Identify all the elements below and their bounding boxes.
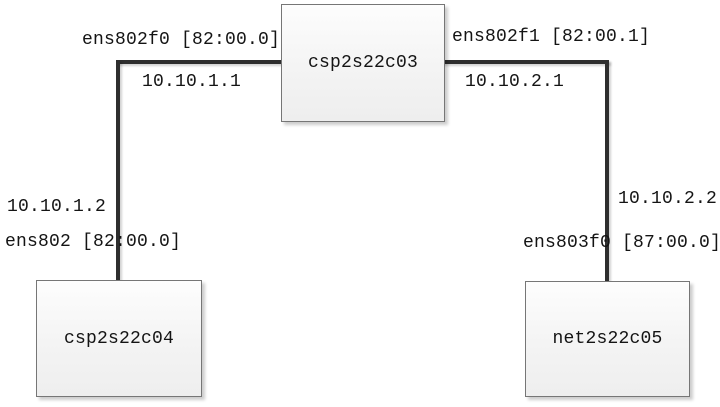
node-csp2s22c03: csp2s22c03 [281, 4, 445, 122]
link-right-ip-bottom-label: 10.10.2.2 [618, 189, 718, 209]
node-net2s22c05-label: net2s22c05 [552, 329, 663, 349]
link-left-ip-bottom-label: 10.10.1.2 [7, 197, 107, 217]
link-left-horizontal-segment [116, 60, 286, 64]
link-right-vertical-segment [605, 60, 609, 282]
node-net2s22c05: net2s22c05 [525, 281, 690, 397]
link-right-interface-bottom-label: ens803f0 [87:00.0] [523, 233, 720, 253]
node-csp2s22c04-label: csp2s22c04 [63, 328, 175, 349]
link-right-horizontal-segment [440, 60, 609, 64]
node-csp2s22c03-label: csp2s22c03 [307, 53, 419, 73]
link-left-interface-bottom-label: ens802 [82:00.0] [5, 232, 182, 252]
node-csp2s22c04: csp2s22c04 [36, 280, 202, 397]
link-left-interface-top-label: ens802f0 [82:00.0] [82, 30, 281, 50]
link-left-vertical-segment [116, 60, 120, 281]
link-left-ip-top-label: 10.10.1.1 [142, 72, 242, 92]
link-right-ip-top-label: 10.10.2.1 [465, 72, 565, 92]
link-right-interface-top-label: ens802f1 [82:00.1] [452, 27, 651, 47]
